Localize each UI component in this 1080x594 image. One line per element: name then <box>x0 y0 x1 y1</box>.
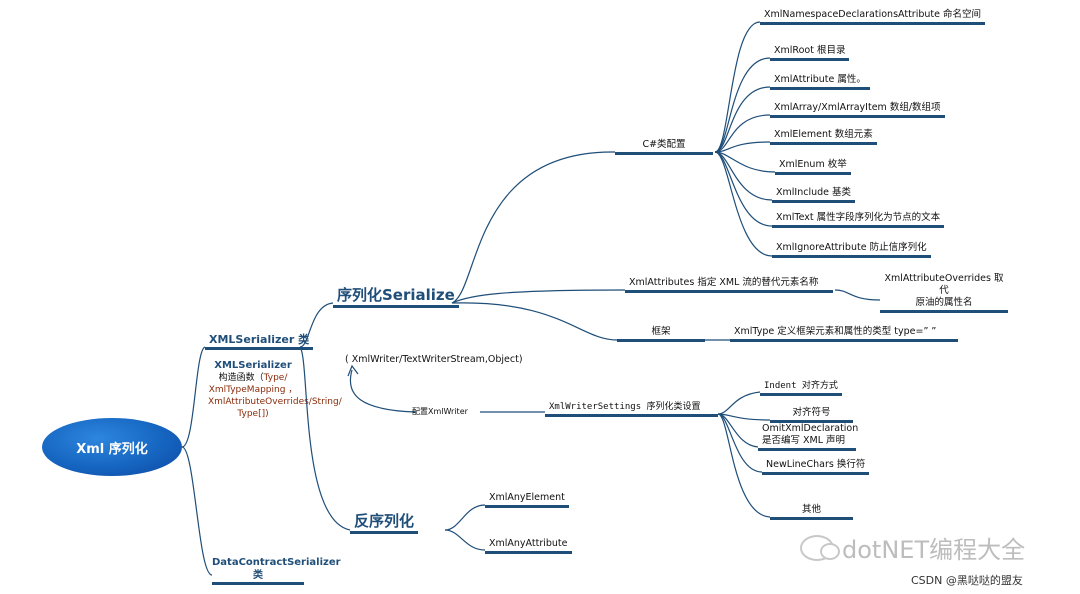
writer-settings-node: XmlWriterSettings 序列化类设置 <box>545 401 718 417</box>
csharp-item: XmlText 属性字段序列化为节点的文本 <box>772 212 945 228</box>
serialize-node: 序列化Serialize <box>333 286 459 308</box>
csharp-item: XmlArray/XmlArrayItem 数组/数组项 <box>770 102 945 118</box>
settings-omit-line-1: OmitXmlDeclaration <box>762 423 859 434</box>
csharp-item: XmlRoot 根目录 <box>770 45 850 61</box>
csharp-config-node: C#类配置 <box>615 139 713 155</box>
watermark: dotNET编程大全 <box>800 530 1025 565</box>
xmlserializer-node: XMLSerializer 类 <box>205 333 314 350</box>
credit-text: CSDN @黑哒哒的盟友 <box>911 574 1023 587</box>
constructor-note: XMLSerializer 构造函数（Type/ XmlTypeMapping … <box>208 360 342 420</box>
root-node: Xml 序列化 <box>42 418 182 476</box>
csharp-item: XmlEnum 枚举 <box>775 159 851 175</box>
csharp-item: XmlInclude 基类 <box>772 187 856 203</box>
deserialize-node: 反序列化 <box>350 512 419 534</box>
wechat-icon <box>800 534 840 561</box>
datacontract-node: DataContractSerializer 类 <box>212 556 341 585</box>
overrides-line-1: XmlAttributeOverrides 取代 <box>884 273 1004 296</box>
csharp-item: XmlAttribute 属性。 <box>770 74 870 90</box>
deserialize-item: XmlAnyElement <box>485 492 569 508</box>
settings-omit: OmitXmlDeclaration 是否编写 XML 声明 <box>758 423 859 451</box>
settings-omit-line-2: 是否编写 XML 声明 <box>762 435 846 446</box>
deserialize-item: XmlAnyAttribute <box>485 538 572 554</box>
watermark-text: dotNET编程大全 <box>842 536 1026 564</box>
csharp-item: XmlNamespaceDeclarationsAttribute 命名空间 <box>760 9 985 25</box>
csharp-item: XmlIgnoreAttribute 防止信序列化 <box>772 242 931 258</box>
settings-other: 其他 <box>770 504 853 520</box>
writer-signature: ( XmlWriter/TextWriterStream,Object) <box>345 354 523 365</box>
xmltype-node: XmlType 定义框架元素和属性的类型 type=” ” <box>730 326 958 342</box>
framework-node: 框架 <box>617 326 705 342</box>
ctor-text: 构造函数（ <box>218 373 264 383</box>
settings-align: 对齐符号 <box>770 407 853 423</box>
xmlattributes-node: XmlAttributes 指定 XML 流的替代元素名称 <box>625 277 833 293</box>
settings-newline: NewLineChars 换行符 <box>762 459 870 475</box>
overrides-node: XmlAttributeOverrides 取代 原油的属性名 <box>880 273 1008 313</box>
writer-config: 配置XmlWriter <box>412 407 468 416</box>
settings-indent: Indent 对齐方式 <box>760 380 842 396</box>
ctor-title: XMLSerializer <box>214 360 292 371</box>
ctor-params: Type/ XmlTypeMapping ，XmlAttributeOverri… <box>208 373 342 419</box>
csharp-item: XmlElement 数组元素 <box>770 129 877 145</box>
overrides-line-2: 原油的属性名 <box>915 297 973 308</box>
